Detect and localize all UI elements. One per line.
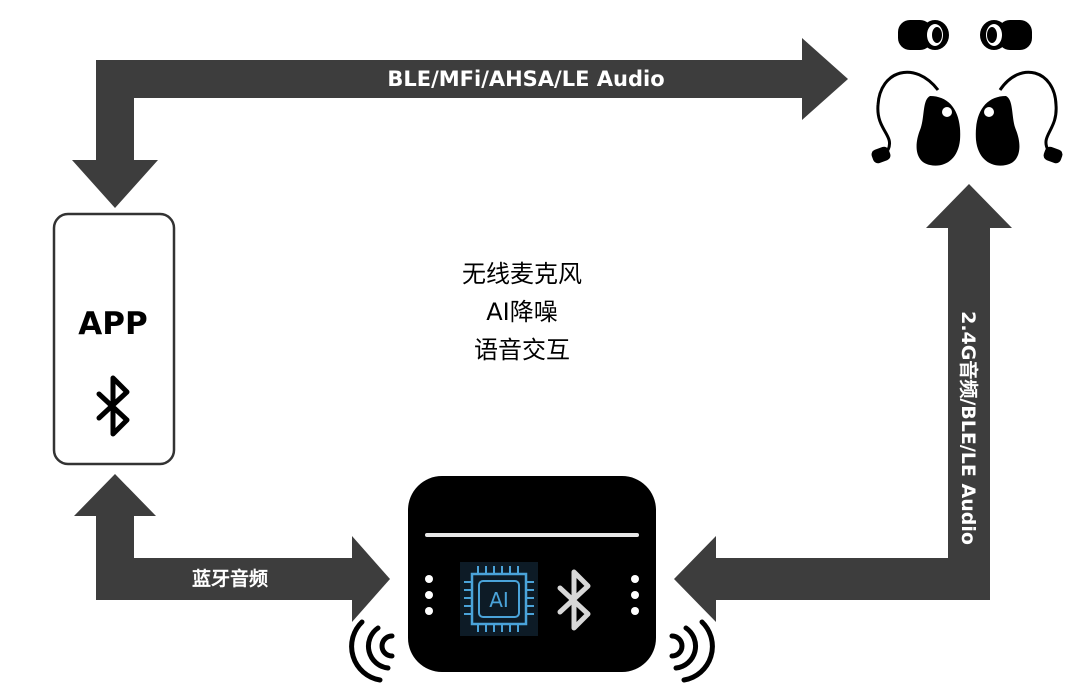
right-hearing-aid [975, 70, 1063, 166]
app-label: APP [78, 306, 147, 342]
device-top-bar [425, 533, 639, 537]
phone-app: APP [52, 212, 176, 466]
left-hearing-aid [871, 70, 961, 166]
right-indicator-dots [631, 575, 639, 615]
feature-voice-interaction: 语音交互 [474, 336, 570, 364]
feature-list: 无线麦克风 AI降噪 语音交互 [462, 260, 582, 364]
feature-ai-noise-reduction: AI降噪 [486, 298, 558, 326]
hearing-aids-icon [871, 70, 1063, 166]
feature-wireless-mic: 无线麦克风 [462, 260, 582, 288]
top-connection-arrow [72, 38, 848, 208]
right-sound-waves-icon [669, 619, 715, 683]
left-sound-waves-icon [349, 619, 395, 683]
ai-chip-icon: AI [460, 562, 538, 636]
right-connection-arrow [674, 184, 1012, 622]
bottom-arrow-label: 蓝牙音频 [192, 567, 268, 590]
left-ear-tip [898, 20, 949, 50]
chip-label: AI [489, 588, 509, 612]
left-indicator-dots [425, 575, 433, 615]
wireless-mic-device: AI [408, 476, 656, 672]
right-arrow-label: 2.4G音频/BLE/LE Audio [957, 311, 980, 545]
right-ear-tip [980, 20, 1032, 50]
bottom-connection-arrow [74, 474, 390, 622]
bluetooth-icon [96, 375, 130, 437]
top-arrow-label: BLE/MFi/AHSA/LE Audio [387, 67, 664, 91]
ear-tips-icon [898, 20, 1032, 50]
device-bluetooth-icon [557, 569, 591, 631]
